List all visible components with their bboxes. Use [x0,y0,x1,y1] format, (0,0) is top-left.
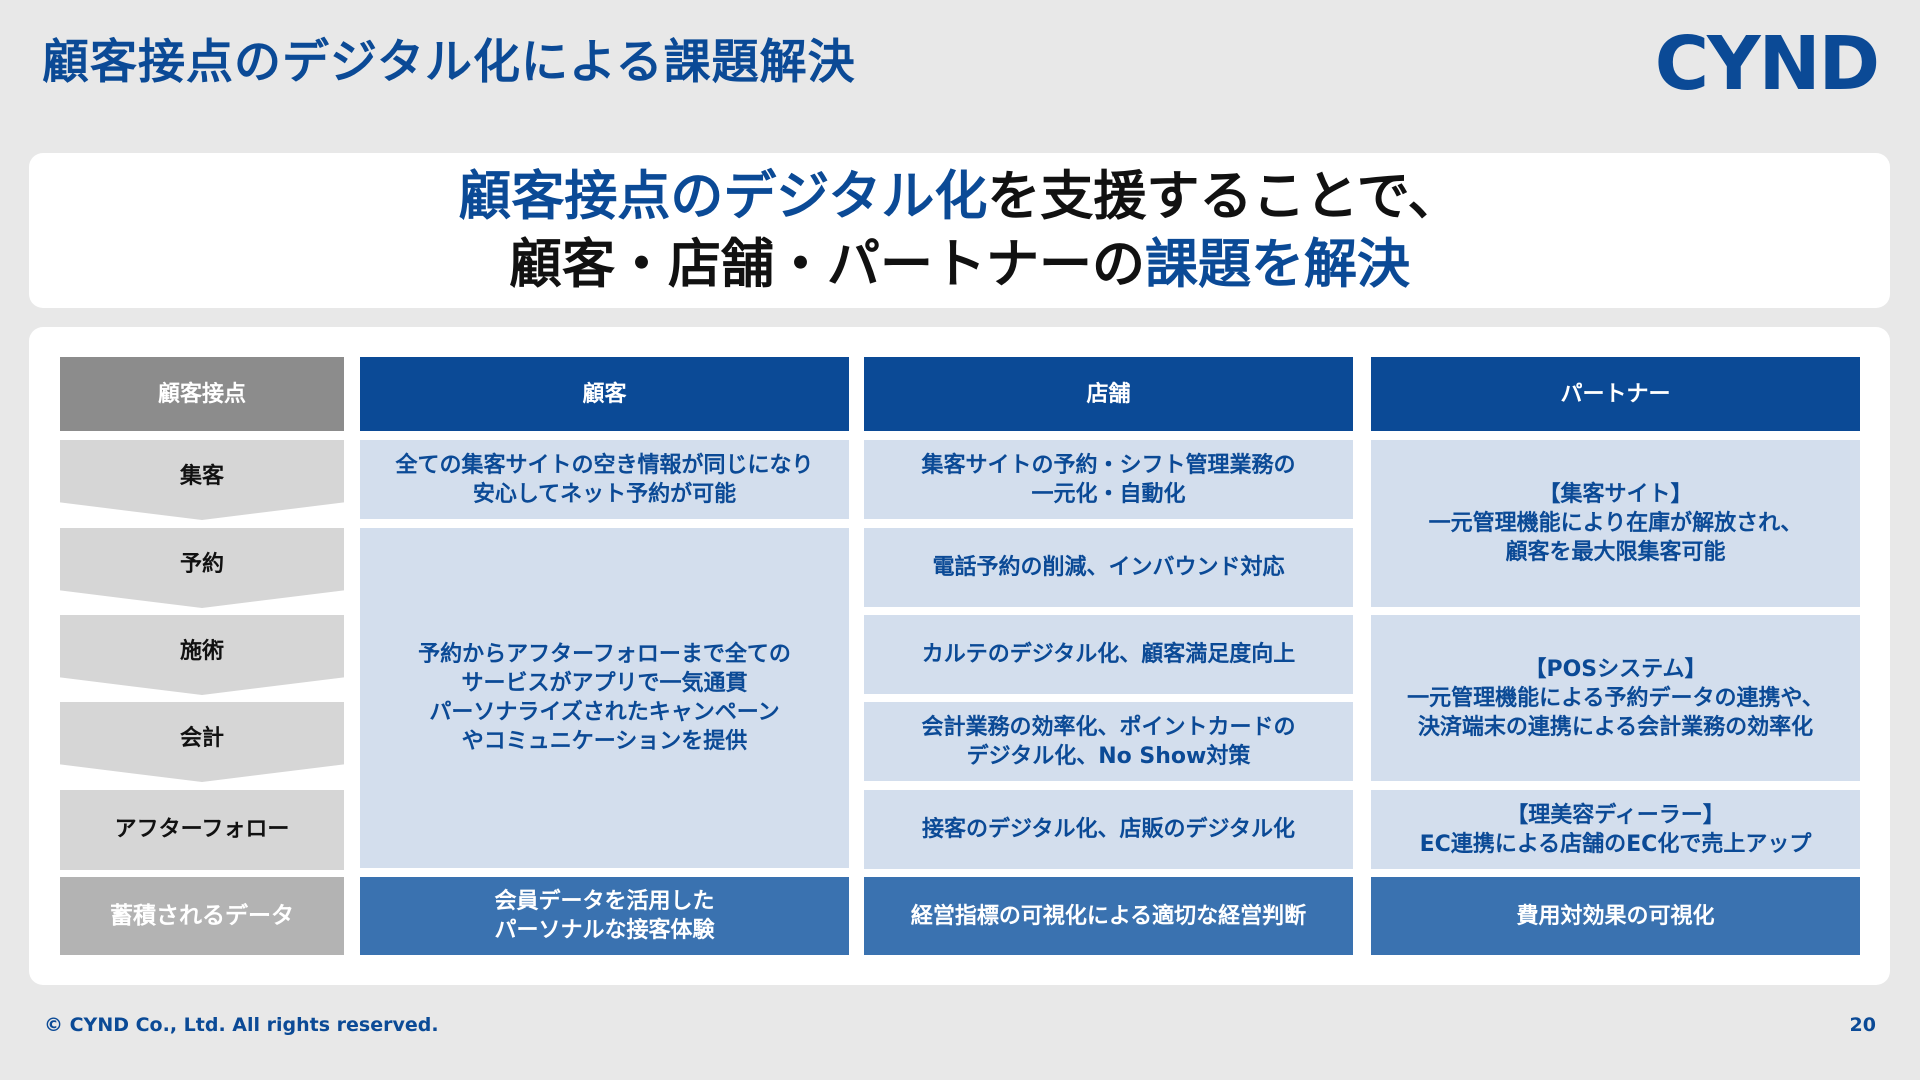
data-row-store: 経営指標の可視化による適切な経営判断 [864,877,1353,955]
partner-pos-cell: 【POSシステム】 一元管理機能による予約データの連携や、 決済端末の連携による… [1371,615,1860,781]
footer-copyright: © CYND Co., Ltd. All rights reserved. [44,1014,439,1036]
headline-card: 顧客接点のデジタル化を支援することで、 顧客・店舗・パートナーの課題を解決 [29,153,1890,308]
store-payment-cell: 会計業務の効率化、ポイントカードの デジタル化、No Show対策 [864,702,1353,781]
header-store: 店舗 [864,357,1353,431]
stage-reservation: 予約 [60,528,344,608]
page-number: 20 [1849,1014,1876,1036]
headline-text-1: を支援することで、 [987,165,1461,227]
customer-service-cell: 予約からアフターフォローまで全ての サービスがアプリで一気通貫 パーソナライズさ… [360,528,849,868]
stage-after-follow: アフターフォロー [60,790,344,870]
store-acquisition-cell: 集客サイトの予約・シフト管理業務の 一元化・自動化 [864,440,1353,519]
store-reservation-cell: 電話予約の削減、インバウンド対応 [864,528,1353,607]
headline-line-1: 顧客接点のデジタル化を支援することで、 [458,163,1460,231]
headline-highlight-2: 課題を解決 [1145,233,1410,295]
store-after-follow-cell: 接客のデジタル化、店販のデジタル化 [864,790,1353,869]
data-row-partner: 費用対効果の可視化 [1371,877,1860,955]
page-title: 顧客接点のデジタル化による課題解決 [42,35,856,90]
customer-acquisition-cell: 全ての集客サイトの空き情報が同じになり 安心してネット予約が可能 [360,440,849,519]
stage-acquisition: 集客 [60,440,344,520]
header-customer: 顧客 [360,357,849,431]
cynd-logo: CYND [1654,21,1880,107]
stage-payment: 会計 [60,702,344,782]
store-treatment-cell: カルテのデジタル化、顧客満足度向上 [864,615,1353,694]
headline-highlight-1: 顧客接点のデジタル化 [458,165,988,227]
headline-text-2: 顧客・店舗・パートナーの [509,233,1145,295]
partner-booking-sites-cell: 【集客サイト】 一元管理機能により在庫が解放され、 顧客を最大限集客可能 [1371,440,1860,607]
data-row-label: 蓄積されるデータ [60,877,344,955]
header-touchpoint: 顧客接点 [60,357,344,431]
data-row-customer: 会員データを活用した パーソナルな接客体験 [360,877,849,955]
partner-dealer-cell: 【理美容ディーラー】 EC連携による店舗のEC化で売上アップ [1371,790,1860,869]
header-partner: パートナー [1371,357,1860,431]
headline-line-2: 顧客・店舗・パートナーの課題を解決 [509,231,1410,299]
stage-treatment: 施術 [60,615,344,695]
